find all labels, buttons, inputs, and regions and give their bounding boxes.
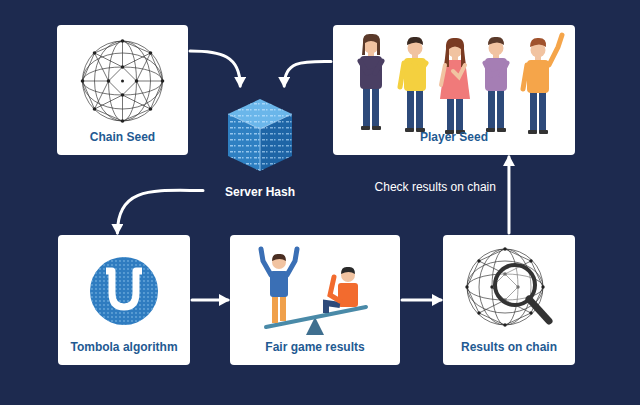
node-label: Player Seed [420,130,488,144]
node-label: Server Hash [225,185,295,199]
text-group: Chain Seed [57,127,188,145]
flow-arrow [284,61,331,86]
flow-arrow [507,157,510,233]
edge-label: Check results on chain [372,179,499,195]
process-box: Fair game results [230,235,400,365]
text-group: Fair game results [230,337,400,355]
flow-arrow [117,190,203,233]
node-label: Fair game results [265,340,364,354]
flow-arrow [190,51,240,86]
node-label: Tombola algorithm [70,340,177,354]
hash-node: Server Hash [205,88,315,210]
flow-arrow [192,299,228,302]
node-label: Chain Seed [90,130,155,144]
flow-arrow [402,299,441,302]
text-group: Tombola algorithm [58,337,190,355]
seed-box: Chain Seed [57,25,188,155]
process-box: Tombola algorithm [58,235,190,365]
node-label: Results on chain [461,340,557,354]
process-box: Results on chain [443,235,575,365]
text-group: Player Seed [333,127,575,145]
text-group: Server Hash [205,182,315,200]
text-group: Results on chain [443,337,575,355]
seed-box: Player Seed [333,25,575,155]
